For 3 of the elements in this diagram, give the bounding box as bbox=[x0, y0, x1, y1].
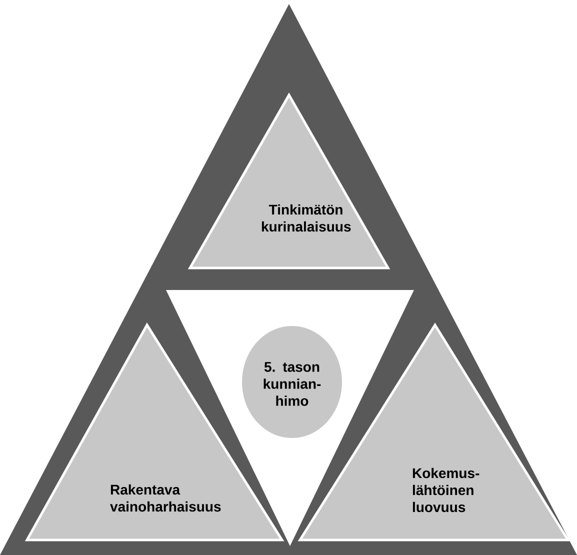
node-label: Rakentava vainoharhaisuus bbox=[110, 484, 221, 512]
circle-panel: 5. tason kunnian-himo bbox=[242, 326, 342, 438]
node-label: Kokemus-lähtöinen luovuus bbox=[412, 468, 480, 512]
